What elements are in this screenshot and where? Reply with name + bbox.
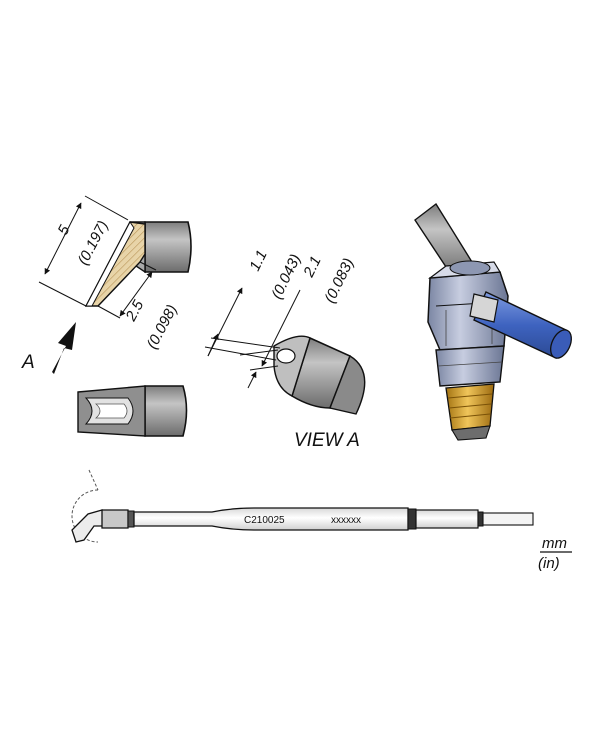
width-inch: (0.083) — [321, 256, 357, 306]
face-inch: (0.098) — [144, 302, 181, 352]
length-inch: (0.197) — [75, 218, 112, 268]
view-a-label: VIEW A — [294, 430, 360, 451]
face-value: 2.5 — [122, 297, 148, 325]
part-code: xxxxxx — [331, 515, 361, 526]
view-arrow-label: A — [21, 352, 35, 373]
view-direction-arrow: A — [21, 322, 76, 374]
slot-inch: (0.043) — [268, 252, 304, 302]
full-cartridge — [71, 469, 534, 543]
unit-mm: mm — [542, 535, 567, 552]
cartridge-3d-illustration — [414, 202, 572, 441]
top-view-tip — [77, 385, 188, 437]
units-legend: mm (in) — [538, 535, 572, 572]
slot-value: 1.1 — [246, 248, 270, 274]
length-value: 5 — [55, 222, 74, 238]
side-view-tip — [84, 221, 192, 307]
view-a-tip — [273, 335, 366, 415]
part-number: C210025 — [244, 515, 285, 526]
unit-inch: (in) — [538, 555, 560, 572]
width-value: 2.1 — [300, 254, 325, 281]
